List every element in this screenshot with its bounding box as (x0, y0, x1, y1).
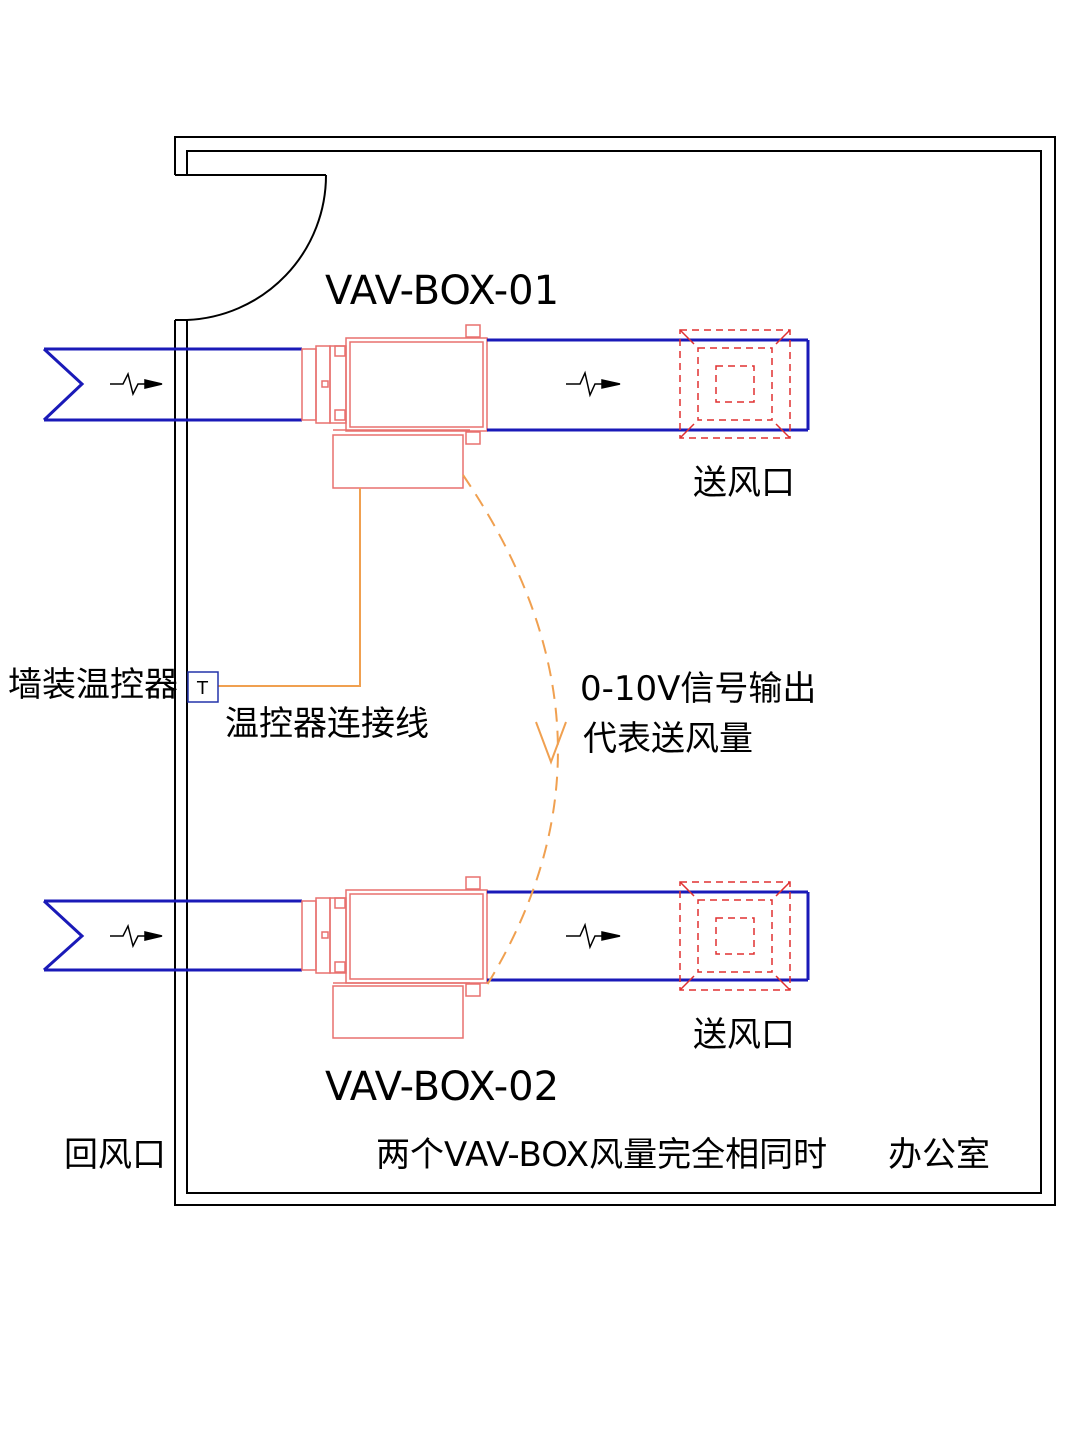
inlet-duct-2 (42, 899, 302, 972)
vav-box-02 (301, 876, 488, 1039)
caption-label: 两个VAV-BOX风量完全相同时 (376, 1135, 827, 1175)
flow-arrow-icon (566, 370, 621, 398)
vav-box-01 (301, 324, 488, 489)
return-outlet-label: 回风口 (64, 1135, 166, 1175)
signal-label-line1: 0-10V信号输出 (580, 669, 816, 709)
thermostat-symbol: T (196, 678, 209, 699)
signal-label-line2: 代表送风量 (583, 719, 753, 759)
signal-arrowhead (535, 721, 567, 765)
thermostat-wire-label: 温控器连接线 (225, 704, 429, 744)
room-name-label: 办公室 (888, 1135, 990, 1175)
square-diffuser-icon (679, 881, 791, 991)
supply-duct-2 (487, 890, 810, 982)
thermostat-box (187, 671, 219, 703)
inlet-duct-1 (42, 347, 302, 422)
vav-box-02-assembly (42, 876, 810, 1039)
flow-arrow-icon (566, 922, 621, 950)
diffuser-corner-arrows (679, 329, 791, 439)
signal-arc (462, 474, 559, 986)
door-swing-icon (186, 174, 328, 321)
supply-duct-1 (487, 338, 810, 432)
wall-thermostat-label: 墙装温控器 (8, 665, 178, 705)
vav-box-02-label: VAV-BOX-02 (325, 1064, 559, 1110)
square-diffuser-icon (679, 329, 791, 439)
diffuser-corner-arrows (679, 881, 791, 991)
supply-outlet-label-2: 送风口 (693, 1015, 795, 1055)
room-walls (174, 136, 1056, 1206)
flow-arrow-icon (110, 371, 163, 397)
supply-outlet-label-1: 送风口 (693, 463, 795, 503)
vav-box-01-label: VAV-BOX-01 (325, 268, 559, 314)
flow-arrow-icon (110, 923, 163, 949)
vav-box-01-assembly (42, 324, 810, 489)
thermostat-wire (218, 488, 361, 687)
